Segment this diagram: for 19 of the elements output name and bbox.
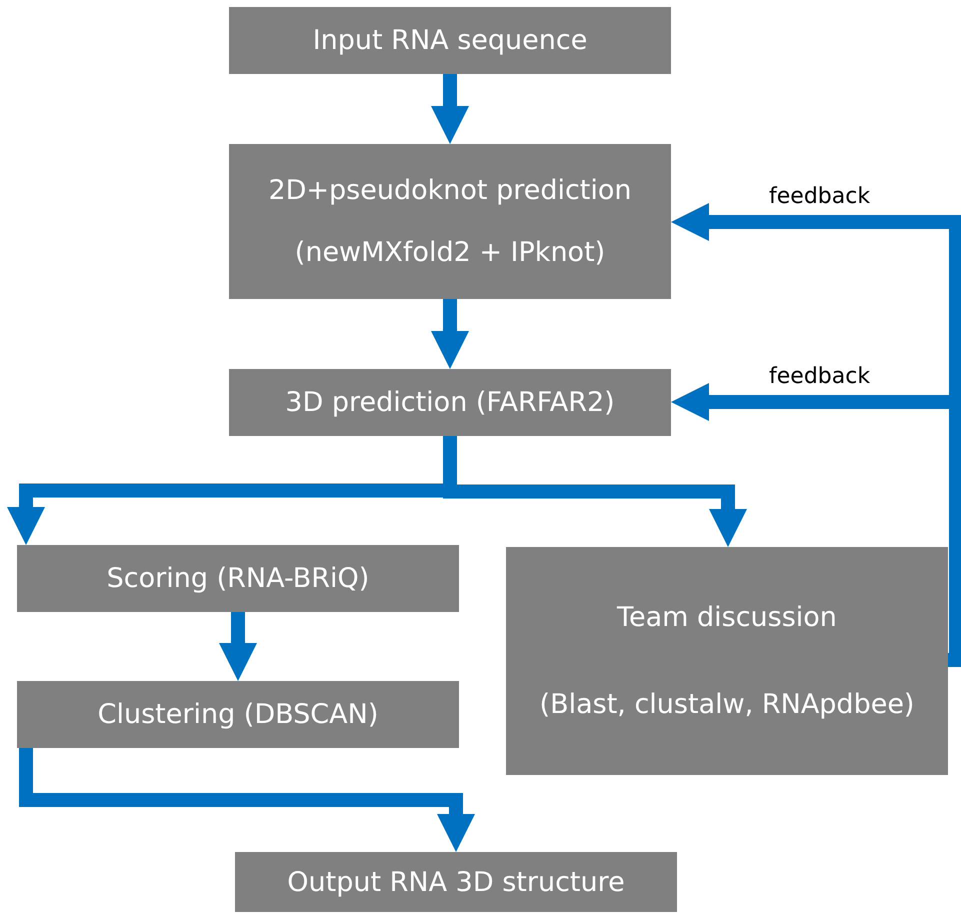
arrow bbox=[431, 299, 469, 369]
box-subtitle: (newMXfold2 + IPknot) bbox=[294, 237, 606, 268]
box-title: Team discussion bbox=[617, 602, 837, 634]
process-box bbox=[229, 7, 671, 74]
box-title: 3D prediction (FARFAR2) bbox=[285, 387, 615, 418]
box-subtitle: (Blast, clustalw, RNApdbee) bbox=[540, 688, 914, 720]
process-box bbox=[17, 545, 459, 612]
arrow bbox=[219, 612, 257, 681]
box-title: Output RNA 3D structure bbox=[287, 866, 625, 898]
arrow bbox=[431, 74, 469, 144]
process-box bbox=[17, 681, 459, 748]
box-title: 2D+pseudoknot prediction bbox=[268, 175, 632, 206]
process-box bbox=[235, 852, 677, 912]
box-title: Clustering (DBSCAN) bbox=[98, 699, 378, 730]
process-box bbox=[506, 547, 948, 775]
process-box bbox=[229, 369, 671, 436]
box-title: Input RNA sequence bbox=[312, 25, 588, 56]
process-box bbox=[229, 144, 671, 299]
box-title: Scoring (RNA-BRiQ) bbox=[106, 563, 370, 594]
